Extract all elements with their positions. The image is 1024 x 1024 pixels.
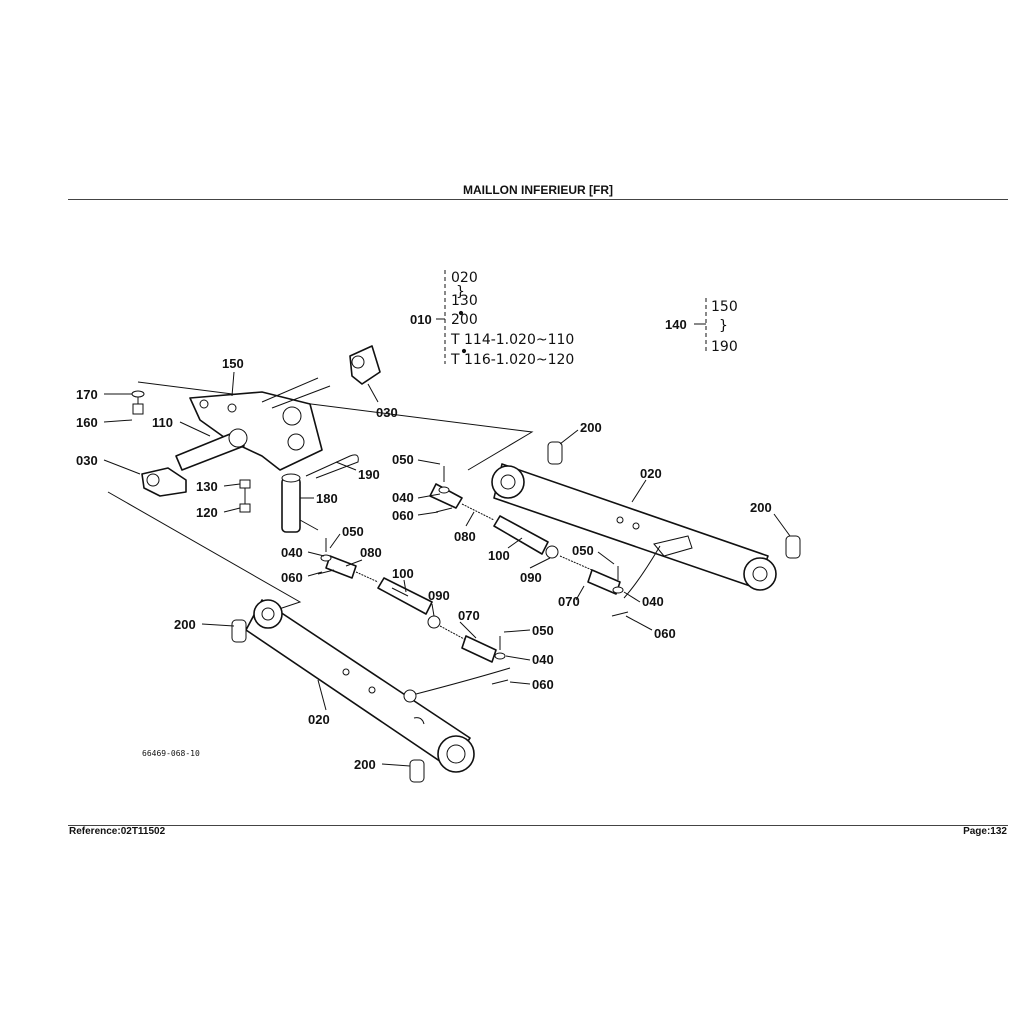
- callout-080: 080: [454, 529, 476, 544]
- callout-040: 040: [532, 652, 554, 667]
- callout-020: 020: [640, 466, 662, 481]
- callout-160: 160: [76, 415, 98, 430]
- callout-100: 100: [392, 566, 414, 581]
- callout-140: 140: [665, 317, 687, 332]
- callout-090: 090: [428, 588, 450, 603]
- callout-060: 060: [392, 508, 414, 523]
- lower-link-arm-right: [491, 463, 777, 591]
- bracket-030-top: [349, 345, 381, 385]
- turnbuckle-left: [317, 538, 509, 685]
- callout-060: 060: [532, 677, 554, 692]
- callout-040: 040: [392, 490, 414, 505]
- callout-180: 180: [316, 491, 338, 506]
- callout-050: 050: [342, 524, 364, 539]
- callout-070: 070: [558, 594, 580, 609]
- callout-060: 060: [654, 626, 676, 641]
- group-010-bracket: 020 } 130 200 T 114-1.020~110 T 116-1.02…: [436, 270, 574, 368]
- callout-200: 200: [750, 500, 772, 515]
- callout-110: 110: [152, 415, 173, 430]
- group-140-bracket: 150 } 190: [694, 298, 738, 355]
- turnbuckle-right: [429, 466, 629, 617]
- callout-200: 200: [174, 617, 196, 632]
- callout-010: 010: [410, 312, 432, 327]
- lower-link-arm-left: [245, 599, 475, 773]
- group-010-item: }: [456, 284, 465, 300]
- lynch-pin-200: [231, 441, 801, 783]
- leader-lines: [103, 371, 791, 767]
- callout-130: 130: [196, 479, 218, 494]
- footer-page-number: Page:132: [963, 826, 1007, 837]
- callout-150: 150: [222, 356, 244, 371]
- group-140-item: 150: [711, 299, 738, 315]
- callout-050: 050: [392, 452, 414, 467]
- header-divider: [68, 199, 1008, 200]
- group-140-item: 190: [711, 339, 738, 355]
- callout-030: 030: [376, 405, 398, 420]
- pin-180: [281, 473, 319, 533]
- group-010-item: 200: [451, 312, 478, 328]
- callout-100: 100: [488, 548, 510, 563]
- callout-020: 020: [308, 712, 330, 727]
- group-010-item: T 116-1.020~120: [450, 352, 574, 368]
- callout-050: 050: [532, 623, 554, 638]
- callout-070: 070: [458, 608, 480, 623]
- page-title: MAILLON INFERIEUR [FR]: [463, 183, 613, 197]
- callout-200: 200: [354, 757, 376, 772]
- callout-200: 200: [580, 420, 602, 435]
- group-010-item: 130: [451, 293, 478, 309]
- group-010-item: T 114-1.020~110: [450, 332, 574, 348]
- callout-040: 040: [281, 545, 303, 560]
- bolt-120-130: [239, 479, 251, 513]
- callout-040: 040: [642, 594, 664, 609]
- callout-090: 090: [520, 570, 542, 585]
- group-140-item: }: [719, 318, 728, 334]
- callout-190: 190: [358, 467, 380, 482]
- footer-divider: [68, 825, 1008, 826]
- bracket-030-left: [141, 467, 187, 497]
- group-010-item: 020: [451, 270, 478, 286]
- footer-reference: Reference:02T11502: [69, 826, 166, 837]
- hitch-bracket: [175, 377, 331, 471]
- bolt-160-170: [131, 390, 145, 415]
- callout-080: 080: [360, 545, 382, 560]
- callout-170: 170: [76, 387, 98, 402]
- callout-030: 030: [76, 453, 98, 468]
- callout-050: 050: [572, 543, 594, 558]
- lynch-pin-190: [305, 454, 359, 479]
- callout-060: 060: [281, 570, 303, 585]
- drawing-code: 66469-068-10: [142, 749, 200, 758]
- callout-120: 120: [196, 505, 218, 520]
